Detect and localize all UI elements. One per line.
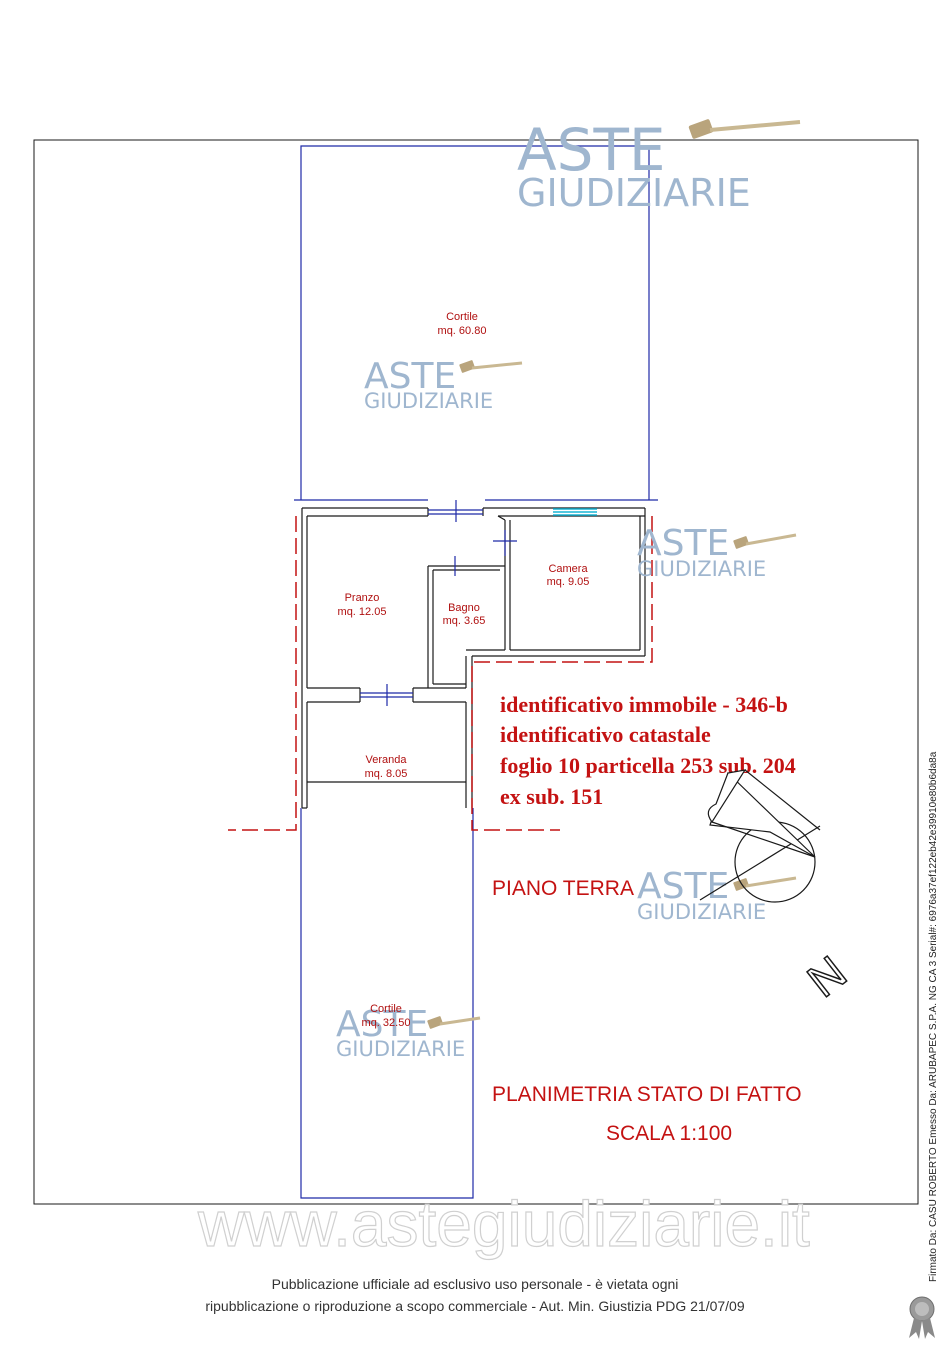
svg-text:ASTE: ASTE: [517, 116, 666, 184]
digital-signature: Firmato Da: CASU ROBERTO Emesso Da: ARUB…: [928, 751, 939, 1282]
room-area-bagno: mq. 3.65: [443, 615, 486, 627]
svg-text:ASTE: ASTE: [364, 356, 456, 397]
north-label: N: [798, 946, 856, 1007]
walls: [301, 507, 646, 809]
footer-line-1: Pubblicazione ufficiale ad esclusivo uso…: [272, 1276, 679, 1292]
svg-text:GIUDIZIARIE: GIUDIZIARIE: [517, 171, 751, 215]
watermark-aste-cortile: ASTE GIUDIZIARIE: [364, 356, 523, 413]
svg-text:ASTE: ASTE: [637, 523, 729, 564]
svg-text:GIUDIZIARIE: GIUDIZIARIE: [637, 900, 766, 924]
watermark-aste-camera: ASTE GIUDIZIARIE: [637, 523, 797, 581]
gavel-icon: [733, 876, 797, 891]
room-area-cortile-top: mq. 60.80: [438, 325, 487, 337]
room-area-camera: mq. 9.05: [547, 576, 590, 588]
watermark-url: www.astegiudiziarie.it: [197, 1188, 810, 1260]
watermark-aste-compass: ASTE GIUDIZIARIE: [637, 866, 797, 924]
property-boundary: [228, 516, 653, 831]
sheet-border: [33, 139, 919, 1205]
room-name-cortile-bottom: Cortile: [370, 1003, 402, 1015]
svg-text:ASTE: ASTE: [637, 866, 729, 907]
room-area-veranda: mq. 8.05: [365, 768, 408, 780]
seal-icon: [909, 1296, 935, 1339]
room-area-pranzo: mq. 12.05: [338, 606, 387, 618]
room-name-pranzo: Pranzo: [345, 592, 380, 604]
gavel-icon: [733, 533, 797, 549]
identification-line-3: foglio 10 particella 253 sub. 204: [500, 753, 796, 778]
svg-text:GIUDIZIARIE: GIUDIZIARIE: [637, 557, 766, 581]
gavel-icon: [427, 1016, 481, 1029]
watermark-aste-large: ASTE GIUDIZIARIE: [517, 116, 801, 215]
svg-text:ASTE: ASTE: [336, 1004, 428, 1045]
svg-text:GIUDIZIARIE: GIUDIZIARIE: [364, 389, 493, 413]
watermark-aste-cortile-bottom: ASTE GIUDIZIARIE: [336, 1004, 481, 1061]
identification-line-4: ex sub. 151: [500, 784, 603, 809]
plan-title: PLANIMETRIA STATO DI FATTO: [492, 1083, 802, 1106]
room-name-cortile-top: Cortile: [446, 311, 478, 323]
room-area-cortile-bottom: mq. 32.50: [362, 1017, 411, 1029]
identification-line-1: identificativo immobile - 346-b: [500, 692, 788, 717]
gavel-icon: [459, 360, 523, 373]
gavel-icon: [688, 119, 801, 139]
floor-label: PIANO TERRA: [492, 877, 634, 900]
room-name-camera: Camera: [548, 563, 588, 575]
cortile-top-outline: [300, 145, 650, 500]
openings: [360, 500, 517, 706]
north-arrow-icon: [699, 769, 821, 903]
room-name-bagno: Bagno: [448, 602, 480, 614]
room-name-veranda: Veranda: [366, 754, 408, 766]
svg-text:GIUDIZIARIE: GIUDIZIARIE: [336, 1037, 465, 1061]
cortile-bottom-outline: [300, 808, 474, 1199]
footer-line-2: ripubblicazione o riproduzione a scopo c…: [205, 1298, 744, 1314]
identification-line-2: identificativo catastale: [500, 722, 711, 747]
scale-label: SCALA 1:100: [606, 1122, 732, 1145]
window-camera: [553, 508, 597, 516]
